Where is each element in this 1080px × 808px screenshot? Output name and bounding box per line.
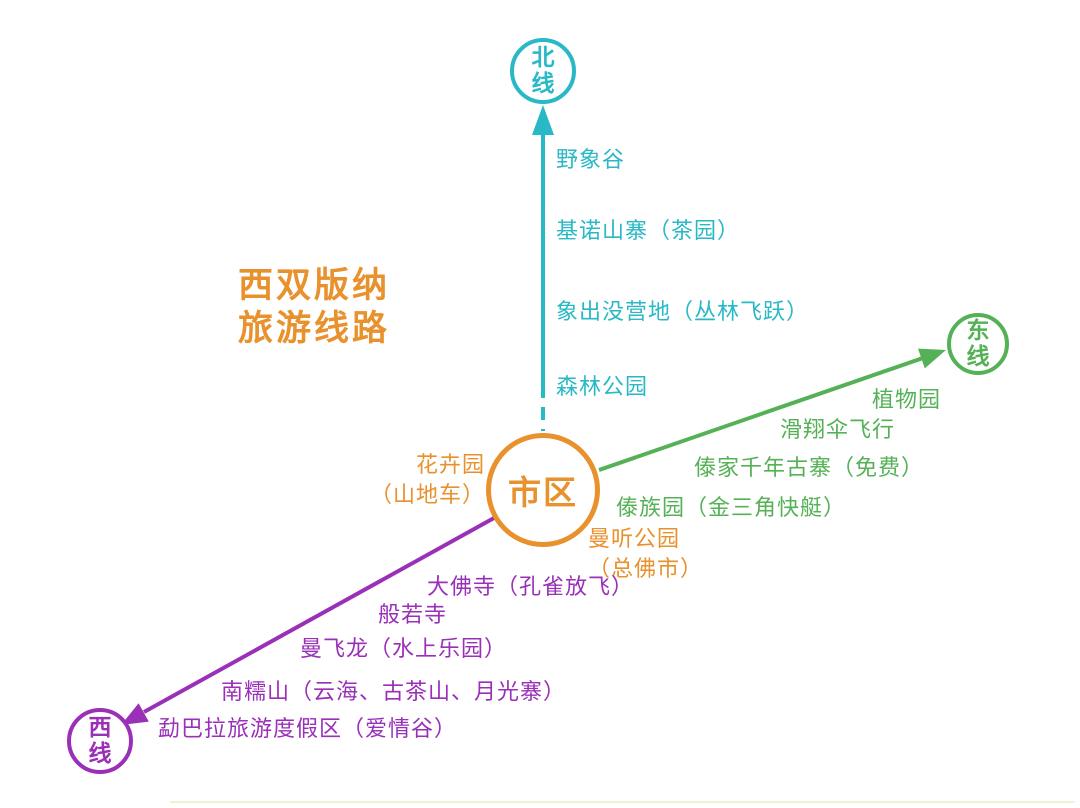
east-stop-4: 傣族园（金三角快艇） [616, 495, 847, 520]
north-terminal-label: 北线 [531, 44, 555, 96]
diagram-title-line2: 旅游线路 [238, 309, 391, 348]
west-stop-1: 大佛寺（孔雀放飞） [427, 574, 635, 599]
west-arrowhead-icon [121, 703, 149, 725]
city-node: 市区 [486, 433, 600, 547]
bottom-faint-line [170, 801, 1075, 803]
north-stop-1: 野象谷 [556, 147, 626, 172]
flower-garden-line1: 花卉园 [415, 452, 485, 477]
east-terminal-label: 东线 [966, 317, 990, 369]
flower-garden-line2: （山地车） [369, 482, 485, 507]
west-terminal-node: 西线 [67, 708, 133, 774]
east-terminal-node: 东线 [947, 313, 1009, 375]
north-arrowhead-icon [532, 105, 554, 135]
north-terminal-node: 北线 [510, 38, 576, 104]
east-arrowhead-icon [918, 348, 946, 369]
east-route-line [598, 356, 924, 472]
city-node-label: 市区 [508, 474, 578, 511]
west-stop-3: 曼飞龙（水上乐园） [300, 636, 508, 661]
west-stop-4: 南糯山（云海、古茶山、月光寨） [221, 679, 567, 704]
east-stop-2: 滑翔伞飞行 [780, 417, 896, 442]
west-terminal-label: 西线 [88, 714, 112, 766]
manting-park-label: 曼听公园 （总佛市） [588, 524, 703, 584]
west-stop-5: 勐巴拉旅游度假区（爱情谷） [158, 716, 458, 741]
east-stop-1: 植物园 [872, 387, 942, 412]
diagram-title: 西双版纳 旅游线路 [238, 264, 390, 350]
north-stop-2: 基诺山寨（茶园） [556, 218, 741, 243]
flower-garden-label: 花卉园 （山地车） [370, 450, 485, 510]
manting-park-line1: 曼听公园 [588, 526, 681, 551]
north-stop-4: 森林公园 [556, 374, 649, 399]
east-stop-3: 傣家千年古寨（免费） [694, 455, 925, 480]
west-stop-2: 般若寺 [378, 602, 448, 627]
west-route-line [143, 516, 495, 714]
diagram-title-line1: 西双版纳 [238, 266, 391, 305]
manting-park-line2: （总佛市） [588, 556, 704, 581]
north-stop-3: 象出没营地（丛林飞跃） [556, 299, 810, 324]
